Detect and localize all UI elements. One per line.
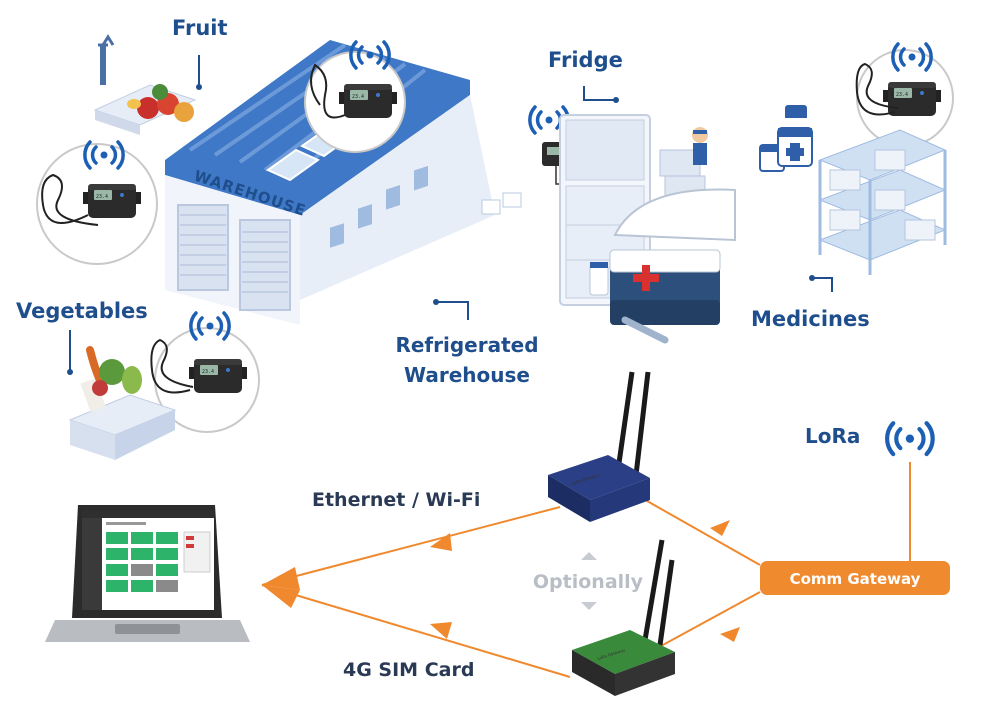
vegetables-sensor: [150, 311, 260, 433]
fruit-illustration: [93, 34, 197, 135]
fruit-label: Fruit: [172, 16, 228, 40]
fruit-sensor: [36, 140, 158, 265]
refrigerated-label-line1: Refrigerated: [395, 333, 538, 357]
medical-cross-icon: [633, 265, 659, 291]
medicines-illustration: [759, 105, 947, 275]
warehouse-sensor: [304, 40, 406, 153]
medicines-sensor: [855, 42, 954, 147]
medicines-label: Medicines: [751, 307, 870, 331]
wifi-router-device: LoRa Gateway: [548, 371, 651, 522]
fridge-label: Fridge: [548, 48, 623, 72]
comm-gateway-label: Comm Gateway: [790, 570, 921, 588]
4g-router-device: LoRa Gateway: [572, 539, 675, 696]
sim-card-label: 4G SIM Card: [343, 659, 474, 681]
laptop-dashboard: [45, 505, 250, 642]
ethernet-wifi-label: Ethernet / Wi-Fi: [312, 489, 480, 511]
fridge-illustration: [559, 114, 736, 344]
vegetables-label: Vegetables: [16, 299, 148, 323]
comm-gateway-box: Comm Gateway: [760, 561, 950, 595]
vegetables-illustration: [68, 346, 177, 460]
label-pointers: [67, 55, 833, 375]
flow-lines: [261, 496, 761, 678]
refrigerated-label-line2: Warehouse: [404, 363, 530, 387]
optionally-label: Optionally: [533, 571, 644, 593]
lora-signal-icon: [887, 423, 933, 454]
lora-label: LoRa: [805, 424, 860, 448]
